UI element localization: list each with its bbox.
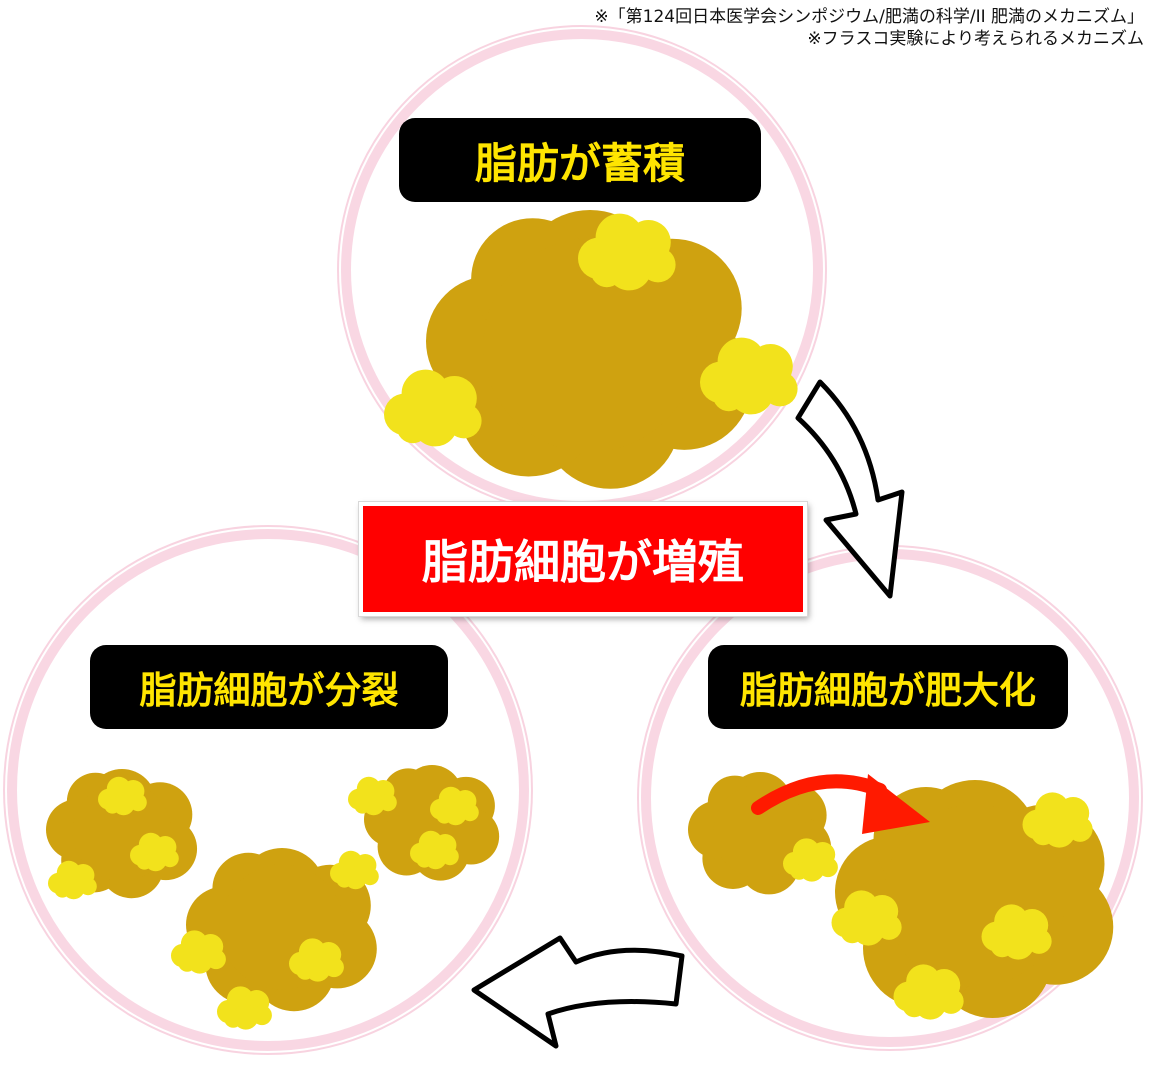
- center-title-text: 脂肪細胞が増殖: [422, 535, 744, 589]
- stage-label-enlarge-text: 脂肪細胞が肥大化: [740, 669, 1036, 712]
- source-note: ※「第124回日本医学会シンポジウム/肥満の科学/II 肥満のメカニズム」 ※フ…: [594, 6, 1144, 50]
- source-note-line-2: ※フラスコ実験により考えられるメカニズム: [807, 29, 1144, 49]
- dish-divide: [3, 525, 533, 1055]
- fat-droplet: [384, 369, 482, 447]
- fat-droplet: [48, 860, 97, 900]
- stage-label-divide-text: 脂肪細胞が分裂: [139, 669, 399, 712]
- source-note-line-1: ※「第124回日本医学会シンポジウム/肥満の科学/II 肥満のメカニズム」: [594, 7, 1144, 27]
- fat-droplet: [171, 930, 226, 974]
- cycle-arrow-bottom: [471, 935, 685, 1049]
- fat-droplet: [348, 776, 397, 816]
- stage-label-enlarge: 脂肪細胞が肥大化: [708, 645, 1068, 729]
- stage-label-divide: 脂肪細胞が分裂: [90, 645, 448, 729]
- center-title: 脂肪細胞が増殖: [359, 502, 807, 616]
- stage-label-accumulate: 脂肪が蓄積: [399, 118, 761, 202]
- stage-label-accumulate-text: 脂肪が蓄積: [474, 138, 685, 188]
- cycle-arrow-right: [795, 379, 905, 599]
- red-growth-arrow: [751, 774, 930, 834]
